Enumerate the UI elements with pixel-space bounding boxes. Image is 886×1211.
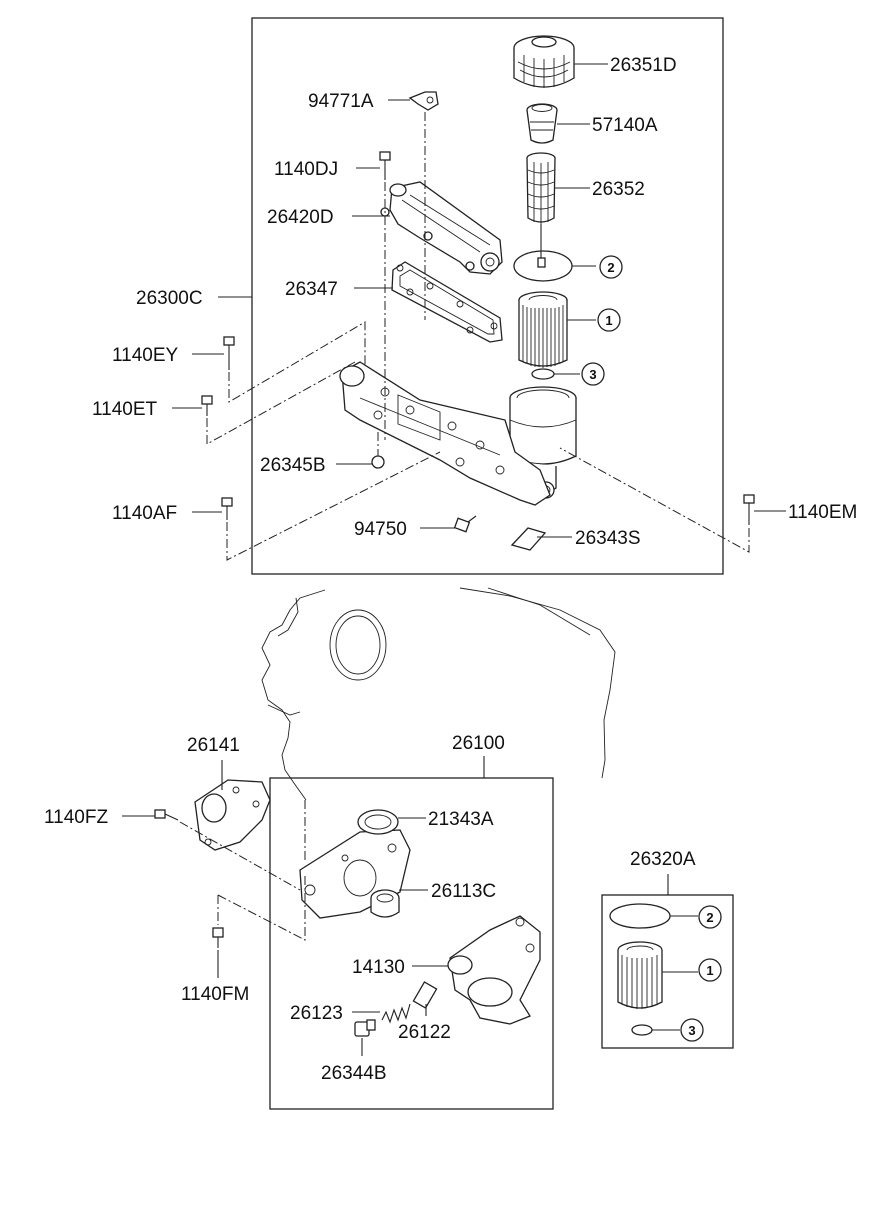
label-1140ET: 1140ET [92, 399, 158, 420]
bolt-1140DJ [379, 151, 391, 180]
filter-cap-26351D [513, 35, 575, 88]
bolt-1140EM [743, 494, 755, 525]
label-26320A: 26320A [630, 849, 696, 870]
label-26122: 26122 [398, 1022, 451, 1043]
label-1140AF: 1140AF [112, 503, 177, 524]
label-1140FZ: 1140FZ [44, 807, 108, 828]
sensor-94750 [453, 515, 477, 533]
svg-text:2: 2 [706, 910, 713, 925]
bracket-94771A [408, 91, 439, 111]
kit-o-ring-2 [609, 903, 671, 929]
label-14130: 14130 [352, 957, 405, 978]
plug-26345B [371, 455, 385, 469]
cover-26141 [194, 779, 271, 851]
oil-pump-housing-14130 [447, 915, 541, 1025]
gasket-21343A [357, 809, 399, 835]
label-57140A: 57140A [592, 115, 658, 136]
svg-text:3: 3 [589, 367, 596, 382]
assembly-box-26100 [269, 777, 554, 1110]
spring-26123 [381, 1003, 411, 1024]
label-26300C: 26300C [136, 288, 203, 309]
assembly-box-26300C [251, 17, 724, 575]
filter-element-1-top [518, 291, 568, 368]
label-26123: 26123 [290, 1003, 343, 1024]
seal-57140A [526, 103, 558, 144]
stem-tip [537, 257, 546, 268]
label-21343A: 21343A [428, 809, 494, 830]
callout-1-top: 1 [597, 308, 621, 332]
engine-block-outline [261, 587, 616, 801]
label-26100: 26100 [452, 733, 505, 754]
label-26347: 26347 [285, 279, 338, 300]
kit-o-ring-3 [631, 1024, 653, 1036]
strainer-26352 [526, 152, 556, 262]
o-ring-3-top [531, 368, 555, 380]
label-1140FM: 1140FM [181, 984, 249, 1005]
label-26344B: 26344B [321, 1063, 387, 1084]
callout-3-top: 3 [581, 362, 605, 386]
bolt-1140ET [201, 395, 213, 416]
label-26351D: 26351D [610, 55, 677, 76]
plate-26343S [510, 527, 547, 551]
bolt-1140AF [221, 497, 233, 520]
svg-text:2: 2 [607, 260, 614, 275]
label-94750: 94750 [354, 519, 407, 540]
plug-26344B [354, 1019, 376, 1037]
oil-cooler-26420D [380, 181, 503, 275]
label-26345B: 26345B [260, 455, 326, 476]
kit-filter-element-1 [617, 941, 663, 1009]
bolt-1140EY [223, 336, 235, 370]
label-26352: 26352 [592, 179, 645, 200]
gasket-26347 [391, 261, 503, 343]
bolt-1140FZ [154, 809, 179, 821]
label-1140EY: 1140EY [112, 345, 179, 366]
label-26420D: 26420D [267, 207, 334, 228]
label-1140DJ: 1140DJ [274, 159, 338, 180]
svg-text:1: 1 [605, 313, 612, 328]
filter-module-base [339, 361, 551, 506]
label-1140EM: 1140EM [788, 502, 857, 523]
label-26343S: 26343S [575, 528, 641, 549]
leader-lines [122, 63, 786, 1056]
label-94771A: 94771A [308, 91, 374, 112]
alignment-lines-top [206, 112, 750, 561]
label-26113C: 26113C [431, 881, 496, 902]
callout-3-kit: 3 [680, 1018, 704, 1042]
callout-1-kit: 1 [698, 958, 722, 982]
relief-valve-26122 [412, 981, 438, 1009]
svg-text:1: 1 [706, 963, 713, 978]
callout-2-kit: 2 [698, 905, 722, 929]
callout-2-top: 2 [599, 255, 623, 279]
label-26141: 26141 [187, 735, 240, 756]
svg-text:3: 3 [688, 1023, 695, 1038]
bolt-1140FM [212, 927, 224, 948]
alignment-lines-bottom [179, 800, 306, 941]
bushing-26113C [370, 889, 400, 918]
